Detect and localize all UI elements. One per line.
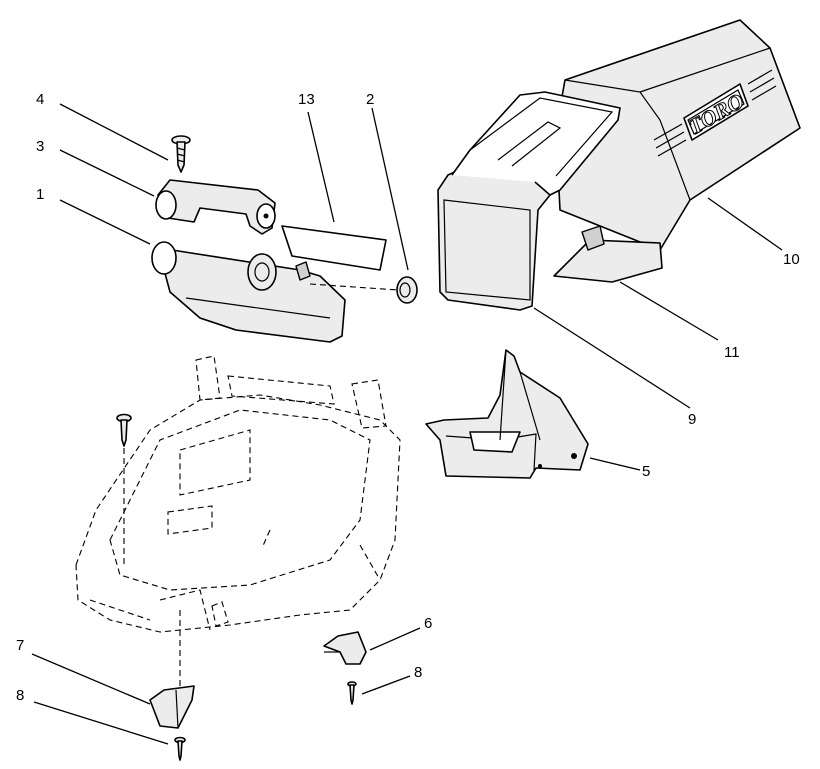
rear-door — [151, 241, 399, 343]
bag-frame — [437, 91, 621, 311]
callout-numbers: 4 3 1 13 2 10 11 9 5 6 8 7 8 — [16, 91, 800, 704]
screw-4 — [171, 135, 191, 173]
callout-7: 7 — [16, 637, 24, 654]
callout-11: 11 — [724, 344, 740, 361]
discharge-chute — [425, 349, 589, 479]
screw-8-left — [174, 736, 186, 761]
callout-1: 1 — [36, 186, 44, 203]
callout-8-left: 8 — [16, 687, 24, 704]
bushing — [396, 276, 418, 304]
deck-bolt — [116, 413, 181, 690]
callout-8-right: 8 — [414, 664, 422, 681]
grass-bag: TORO — [555, 19, 801, 251]
bracket-6 — [323, 631, 367, 665]
decal — [281, 225, 387, 271]
leader-lines — [31, 103, 783, 745]
callout-13: 13 — [298, 91, 315, 108]
screw-8-right — [347, 681, 357, 705]
door-bracket — [155, 179, 276, 235]
callout-3: 3 — [36, 138, 44, 155]
callout-9: 9 — [688, 411, 696, 428]
callout-2: 2 — [366, 91, 374, 108]
deflector-flap — [553, 225, 663, 283]
callout-10: 10 — [783, 251, 800, 268]
bag-stripes — [653, 69, 777, 157]
callout-5: 5 — [642, 463, 650, 480]
bracket-7 — [149, 685, 195, 729]
mower-deck — [75, 355, 401, 633]
callout-6: 6 — [424, 615, 432, 632]
callout-4: 4 — [36, 91, 44, 108]
